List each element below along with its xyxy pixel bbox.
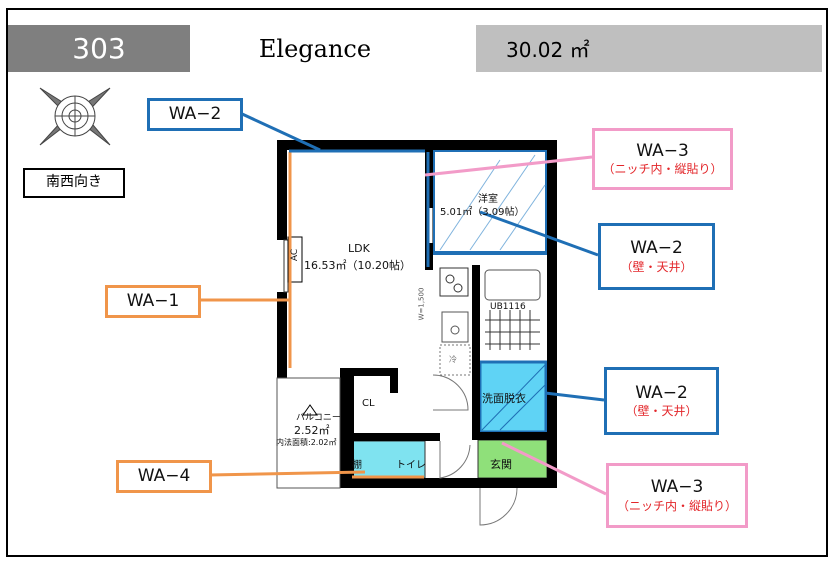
callout-code: WA−2 bbox=[630, 238, 683, 259]
bath-label: UB1116 bbox=[490, 302, 526, 312]
total-area: 30.02 ㎡ bbox=[506, 38, 590, 62]
shelf-label: 棚 bbox=[352, 460, 362, 471]
toilet-label: トイレ bbox=[396, 460, 426, 471]
room-number-box: 303 bbox=[8, 25, 190, 72]
entrance-label: 玄関 bbox=[490, 458, 512, 471]
balcony-inner-area: 内法面積:2.02㎡ bbox=[276, 438, 337, 447]
callout-note: （壁・天井） bbox=[620, 259, 693, 274]
sheet-frame bbox=[6, 8, 828, 557]
callout-code: WA−4 bbox=[137, 465, 191, 486]
balcony-area: 2.52㎡ bbox=[294, 424, 330, 437]
callout-wa4: WA−4 bbox=[116, 460, 212, 493]
orientation-label: 南西向き bbox=[23, 168, 125, 198]
callout-wa3-niche: WA−3（ニッチ内・縦貼り） bbox=[592, 128, 733, 190]
washroom-label: 洗面脱衣 bbox=[482, 392, 526, 405]
callout-code: WA−2 bbox=[635, 382, 688, 403]
bedroom-label: 洋室 bbox=[478, 194, 498, 205]
balcony bbox=[276, 377, 341, 489]
callout-code: WA−3 bbox=[636, 140, 689, 161]
closet-label: CL bbox=[362, 398, 375, 409]
kitchen-width: W=1,500 bbox=[417, 287, 426, 321]
bedroom-area: 5.01㎡（3.09帖） bbox=[440, 207, 525, 218]
callout-wa2-bedroom: WA−2（壁・天井） bbox=[598, 223, 715, 290]
room-number: 303 bbox=[72, 32, 126, 65]
area-box: 30.02 ㎡ bbox=[476, 25, 822, 72]
fridge-label: 冷 bbox=[449, 355, 457, 364]
building-name: Elegance bbox=[215, 25, 415, 72]
ac-label: AC bbox=[290, 248, 301, 262]
callout-note: （ニッチ内・縦貼り） bbox=[616, 498, 737, 513]
callout-code: WA−3 bbox=[650, 477, 704, 498]
callout-wa2-ldk: WA−2 bbox=[147, 98, 243, 131]
callout-code: WA−2 bbox=[168, 103, 222, 124]
callout-wa3-entrance: WA−3（ニッチ内・縦貼り） bbox=[606, 463, 748, 528]
callout-wa1: WA−1 bbox=[105, 285, 201, 318]
ldk-area: 16.53㎡（10.20帖） bbox=[304, 259, 411, 272]
compass-icon bbox=[39, 87, 111, 146]
callout-code: WA−1 bbox=[126, 290, 180, 311]
callout-note: （ニッチ内・縦貼り） bbox=[602, 162, 723, 177]
orientation-text: 南西向き bbox=[46, 174, 102, 191]
balcony-label: バルコニー bbox=[296, 413, 341, 423]
callout-note: （壁・天井） bbox=[625, 404, 698, 419]
building-name-text: Elegance bbox=[258, 34, 372, 63]
ldk-label: LDK bbox=[348, 242, 370, 255]
callout-wa2-washroom: WA−2（壁・天井） bbox=[604, 367, 719, 435]
